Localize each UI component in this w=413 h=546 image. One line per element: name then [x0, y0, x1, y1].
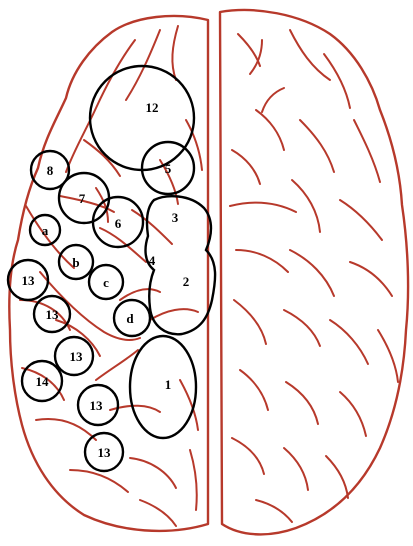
label-2: 2: [183, 274, 190, 289]
sulcus: [256, 110, 284, 150]
sulcus: [350, 262, 392, 296]
sulcus: [284, 310, 320, 346]
right-sulci: [230, 30, 398, 522]
sulcus: [140, 500, 176, 526]
label-d: d: [126, 311, 134, 326]
sulcus: [256, 500, 292, 522]
label-13-5: 13: [98, 445, 112, 460]
sulcus: [230, 203, 296, 212]
sulcus: [236, 250, 288, 272]
sulcus: [292, 180, 320, 232]
sulcus: [232, 150, 260, 184]
sulcus: [232, 438, 264, 474]
sulcus: [354, 120, 380, 182]
label-12: 12: [146, 100, 159, 115]
sulcus: [300, 120, 334, 172]
label-13-1: 13: [22, 273, 36, 288]
region-1: [130, 336, 196, 438]
label-7: 7: [79, 191, 86, 206]
label-13-3: 13: [70, 349, 84, 364]
sulcus: [234, 300, 266, 344]
sulcus: [190, 450, 197, 510]
label-6: 6: [115, 216, 122, 231]
sulcus: [340, 200, 382, 240]
label-13-4: 13: [90, 398, 104, 413]
sulcus: [330, 320, 368, 364]
regions: [8, 66, 215, 471]
sulcus: [290, 250, 334, 296]
sulcus: [286, 382, 318, 424]
label-8: 8: [47, 163, 54, 178]
label-5: 5: [165, 161, 172, 176]
sulcus: [70, 470, 128, 492]
sulcus: [262, 88, 284, 112]
sulcus: [378, 330, 398, 382]
label-1: 1: [165, 377, 172, 392]
sulcus: [130, 458, 176, 488]
label-c: c: [103, 275, 109, 290]
right-hemisphere-outline: [220, 10, 408, 534]
sulcus: [340, 392, 366, 436]
label-13-2: 13: [46, 307, 60, 322]
sulcus: [326, 456, 348, 498]
label-b: b: [72, 255, 79, 270]
label-3: 3: [172, 210, 179, 225]
label-a: a: [42, 223, 49, 238]
sulcus: [324, 54, 350, 108]
region-3-4-2: [146, 196, 216, 334]
sulcus: [240, 370, 268, 410]
sulcus: [284, 448, 308, 490]
label-4: 4: [149, 253, 156, 268]
label-14: 14: [36, 374, 50, 389]
sulcus: [172, 26, 178, 80]
